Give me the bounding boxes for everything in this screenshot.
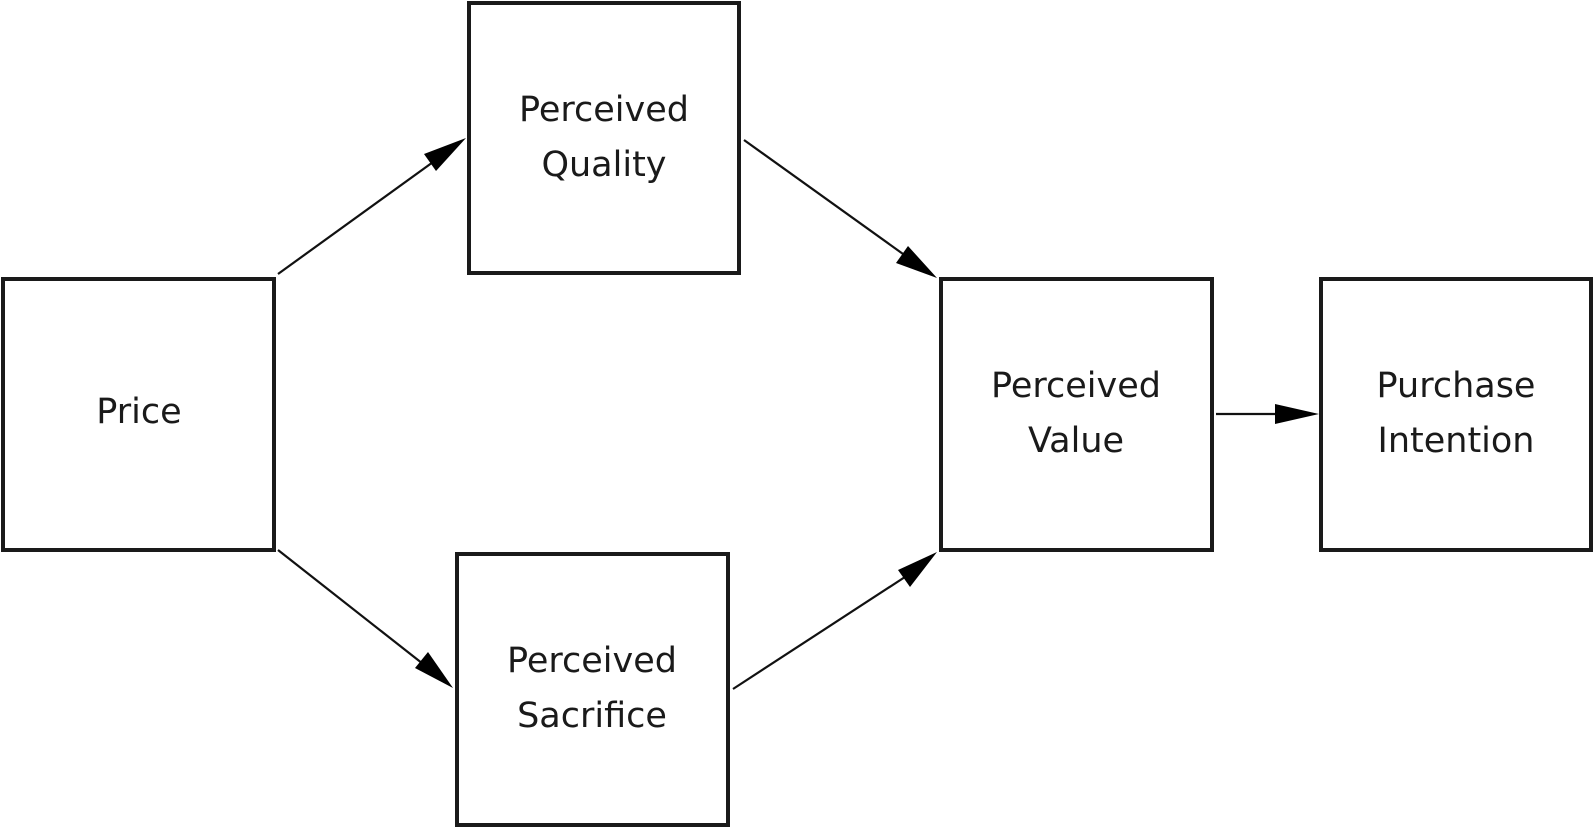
node-perceived-sacrifice-label-line-1: Perceived [507,641,677,681]
node-purchase-intention-label-line-1: Purchase [1377,366,1536,406]
node-price-label-line-1: Price [96,392,181,432]
edge-price-to-perceived-quality [277,138,466,275]
node-purchase-intention: Purchase Intention [1319,277,1593,552]
node-perceived-value-label-line-2: Value [1028,421,1124,461]
edge-perceived-value-to-purchase-intention [1216,404,1319,424]
node-perceived-quality: Perceived Quality [467,1,741,275]
node-perceived-quality-label-line-2: Quality [541,145,666,185]
node-perceived-quality-label-line-1: Perceived [519,90,689,130]
node-perceived-sacrifice: Perceived Sacrifice [455,552,730,827]
edge-price-to-perceived-sacrifice [277,549,453,688]
node-perceived-sacrifice-label-line-2: Sacrifice [517,696,667,736]
node-purchase-intention-label-line-2: Intention [1378,421,1535,461]
node-perceived-value-label-line-1: Perceived [991,366,1161,406]
node-perceived-value: Perceived Value [939,277,1214,552]
edge-perceived-quality-to-perceived-value [743,139,937,278]
edge-perceived-sacrifice-to-perceived-value [732,552,937,690]
node-price: Price [1,277,276,552]
